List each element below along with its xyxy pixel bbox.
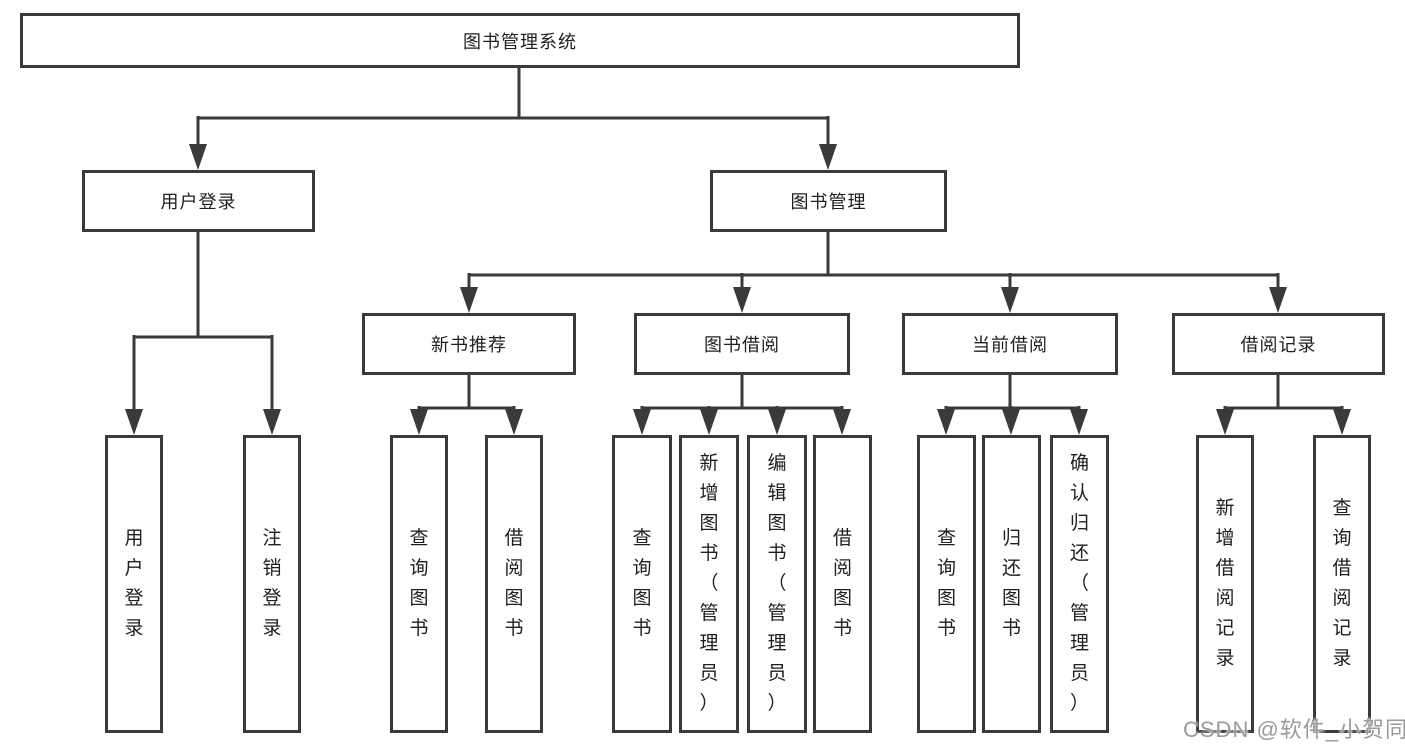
connector-line — [196, 68, 830, 150]
connector-line — [1223, 375, 1344, 415]
connector-line — [944, 375, 1081, 415]
arrowhead-down-icon — [768, 409, 786, 435]
connector-line — [467, 232, 1280, 295]
node-label: 注销登录 — [262, 528, 282, 639]
leaf-edit-books-admin: 编辑图书（管理员） — [747, 435, 807, 733]
node-book-management: 图书管理 — [710, 170, 947, 232]
node-label: 查询图书 — [632, 528, 652, 639]
node-new-book-recommend: 新书推荐 — [362, 313, 576, 375]
arrowhead-down-icon — [189, 144, 207, 170]
node-label: 借阅图书 — [832, 528, 852, 639]
arrowhead-down-icon — [733, 287, 751, 313]
connector-line — [417, 375, 516, 415]
node-book-borrowing: 图书借阅 — [634, 313, 850, 375]
node-label: 查询图书 — [409, 528, 429, 639]
leaf-query-books-2: 查询图书 — [612, 435, 672, 733]
node-label: 用户登录 — [160, 192, 237, 212]
connector-line — [640, 375, 844, 415]
arrowhead-down-icon — [1269, 287, 1287, 313]
node-label: 图书管理系统 — [463, 31, 577, 52]
node-library-management-system: 图书管理系统 — [20, 13, 1020, 68]
arrowhead-down-icon — [460, 287, 478, 313]
node-label: 图书借阅 — [704, 335, 780, 355]
leaf-add-borrow-record: 新增借阅记录 — [1196, 435, 1254, 733]
arrowhead-down-icon — [1002, 409, 1020, 435]
arrowhead-down-icon — [700, 409, 718, 435]
leaf-query-books-3: 查询图书 — [917, 435, 976, 733]
arrowhead-down-icon — [633, 409, 651, 435]
arrowhead-down-icon — [1001, 287, 1019, 313]
node-label: 新书推荐 — [431, 335, 507, 355]
node-current-borrowing: 当前借阅 — [902, 313, 1118, 375]
node-borrowing-records: 借阅记录 — [1172, 313, 1385, 375]
node-label: 借阅图书 — [504, 528, 524, 639]
node-label: 当前借阅 — [972, 335, 1048, 355]
node-label: 查询图书 — [936, 528, 956, 639]
arrowhead-down-icon — [1216, 409, 1234, 435]
node-label: 新增图书（管理员） — [699, 453, 719, 714]
node-label: 归还图书 — [1001, 528, 1021, 639]
node-label: 查询借阅记录 — [1332, 498, 1352, 669]
arrowhead-down-icon — [125, 409, 143, 435]
leaf-borrow-books-2: 借阅图书 — [813, 435, 872, 733]
node-label: 确认归还（管理员） — [1069, 453, 1089, 714]
arrowhead-down-icon — [263, 409, 281, 435]
node-label: 图书管理 — [790, 192, 867, 212]
arrowhead-down-icon — [505, 409, 523, 435]
csdn-watermark: CSDN @软件_小贺同学 — [1183, 717, 1405, 742]
leaf-user-login: 用户登录 — [105, 435, 163, 733]
connector-line — [132, 232, 274, 415]
node-label: 借阅记录 — [1240, 335, 1317, 355]
leaf-borrow-books-1: 借阅图书 — [485, 435, 543, 733]
arrowhead-down-icon — [410, 409, 428, 435]
leaf-add-books-admin: 新增图书（管理员） — [679, 435, 739, 733]
node-label: 编辑图书（管理员） — [767, 453, 787, 714]
leaf-query-borrow-record: 查询借阅记录 — [1313, 435, 1371, 733]
arrowhead-down-icon — [1070, 409, 1088, 435]
node-user-login: 用户登录 — [82, 170, 315, 232]
leaf-return-books: 归还图书 — [982, 435, 1041, 733]
node-label: 新增借阅记录 — [1215, 498, 1235, 669]
leaf-confirm-return-admin: 确认归还（管理员） — [1050, 435, 1109, 733]
leaf-query-books-1: 查询图书 — [390, 435, 448, 733]
leaf-logout: 注销登录 — [243, 435, 301, 733]
arrowhead-down-icon — [833, 409, 851, 435]
node-label: 用户登录 — [124, 528, 144, 639]
arrowhead-down-icon — [937, 409, 955, 435]
arrowhead-down-icon — [1333, 409, 1351, 435]
arrowhead-down-icon — [819, 144, 837, 170]
